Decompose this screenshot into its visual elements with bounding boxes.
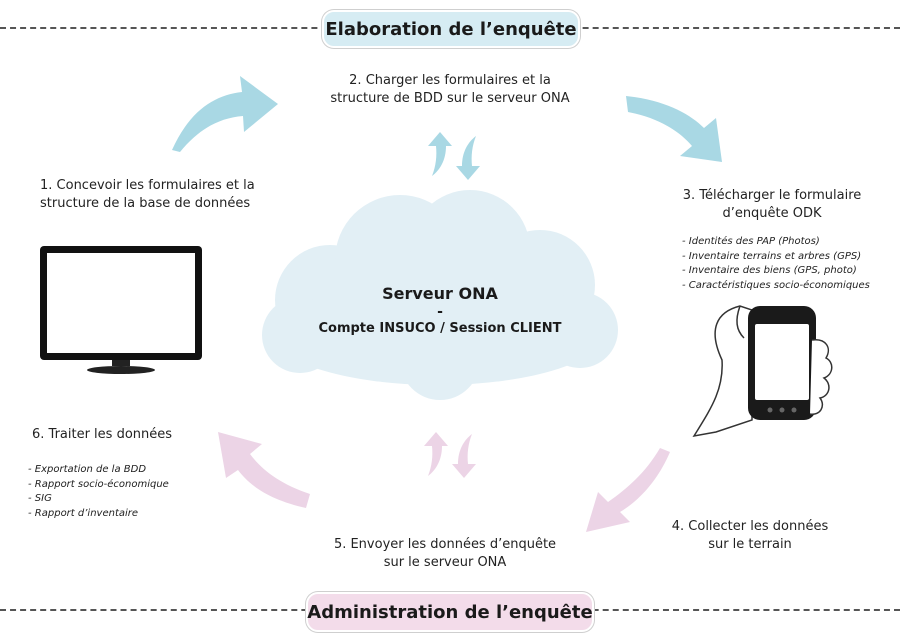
list-item: SIG [28,492,169,507]
cloud-subtitle: Compte INSUCO / Session CLIENT [318,321,562,336]
cloud-title: Serveur ONA [382,284,498,303]
header-pill: Elaboration de l’enquête [322,10,580,48]
list-item: Inventaire des biens (GPS, photo) [682,264,870,279]
step-5-line-1: 5. Envoyer les données d’enquête [333,537,557,552]
step-1-line-1: 1. Concevoir les formulaires et la [40,178,255,193]
footer-pill: Administration de l’enquête [306,592,594,632]
arrow-icon [172,76,278,152]
step-4: 4. Collecter les données sur le terrain [650,518,850,554]
step-3: 3. Télécharger le formulaire d’enquête O… [672,187,872,223]
sync-icon [424,432,476,478]
monitor-icon [40,246,202,374]
step-3-line-2: d’enquête ODK [722,206,822,221]
cloud-shape [262,190,618,400]
footer-title: Administration de l’enquête [307,601,593,623]
step-2: 2. Charger les formulaires et la structu… [290,72,610,108]
smartphone-icon [692,305,833,438]
arrow-icon [626,96,722,162]
step-3-line-1: 3. Télécharger le formulaire [682,188,862,203]
list-item: Caractéristiques socio-économiques [682,279,870,294]
list-item: Rapport d’inventaire [28,507,169,522]
cloud-label: Serveur ONA - Compte INSUCO / Session CL… [300,284,580,338]
list-item: Rapport socio-économique [28,478,169,493]
arrow-icon [218,432,310,508]
sync-icon [428,132,480,180]
step-1-line-2: structure de la base de données [40,196,251,211]
step-3-list: Identités des PAP (Photos) Inventaire te… [682,235,870,293]
list-item: Inventaire terrains et arbres (GPS) [682,250,870,265]
cloud-separator: - [437,304,443,320]
step-4-line-2: sur le terrain [708,537,792,552]
step-6: 6. Traiter les données [32,426,172,444]
step-4-line-1: 4. Collecter les données [671,519,829,534]
step-5: 5. Envoyer les données d’enquête sur le … [300,536,590,572]
header-title: Elaboration de l’enquête [325,18,577,40]
list-item: Identités des PAP (Photos) [682,235,870,250]
step-2-line-2: structure de BDD sur le serveur ONA [330,91,570,106]
step-1: 1. Concevoir les formulaires et la struc… [40,177,255,213]
step-6-list: Exportation de la BDD Rapport socio-écon… [28,463,169,521]
step-5-line-2: sur le serveur ONA [383,555,507,570]
step-2-line-1: 2. Charger les formulaires et la [349,73,551,88]
step-6-line-1: 6. Traiter les données [32,427,173,442]
arrow-icon [586,448,670,532]
list-item: Exportation de la BDD [28,463,169,478]
